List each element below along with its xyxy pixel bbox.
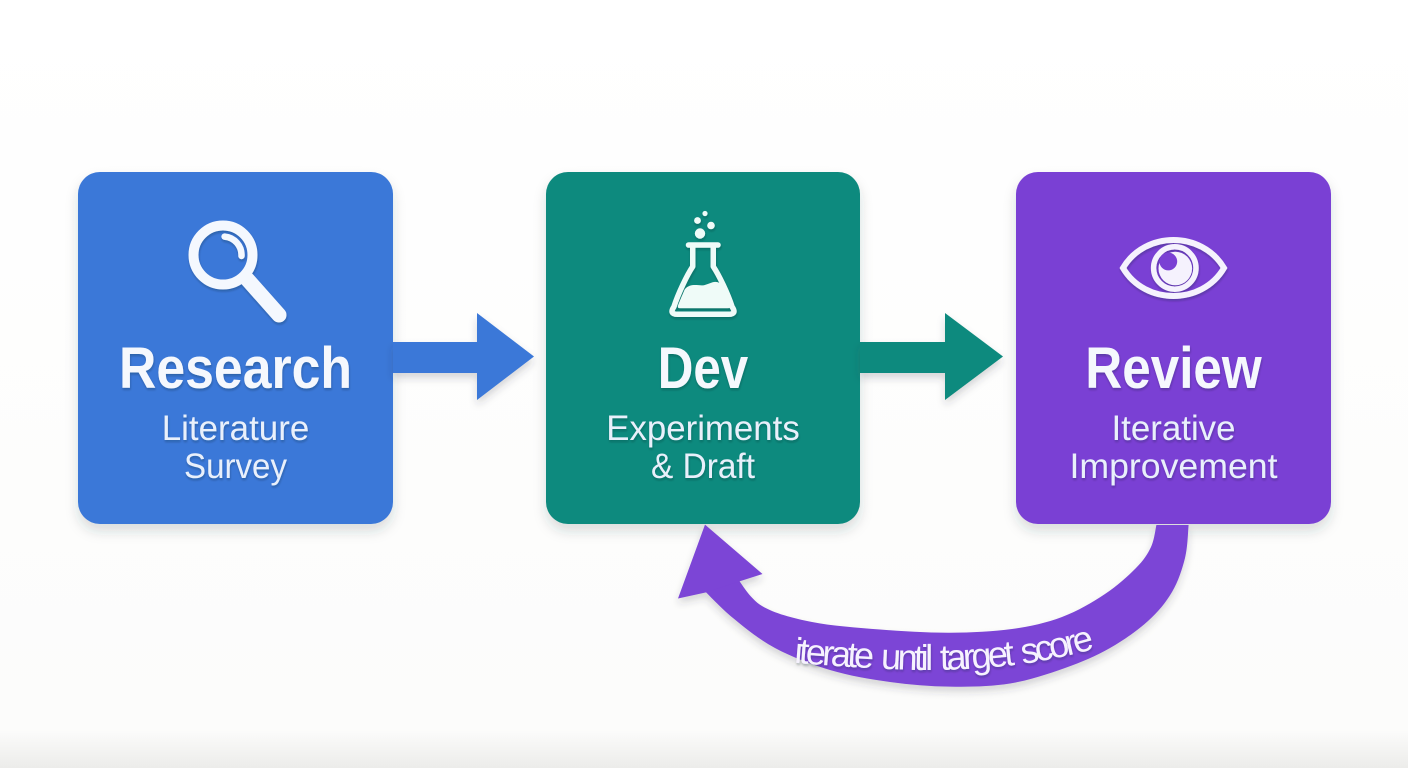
svg-text:Literature: Literature xyxy=(162,409,310,448)
svg-text:Survey: Survey xyxy=(184,447,287,486)
svg-text:Dev: Dev xyxy=(658,336,749,401)
svg-text:Research: Research xyxy=(119,336,352,401)
svg-text:Improvement: Improvement xyxy=(1070,447,1278,486)
svg-text:Experiments: Experiments xyxy=(606,409,800,448)
svg-text:Review: Review xyxy=(1085,336,1262,401)
svg-text:Iterative: Iterative xyxy=(1112,409,1236,448)
svg-text:& Draft: & Draft xyxy=(651,447,755,486)
